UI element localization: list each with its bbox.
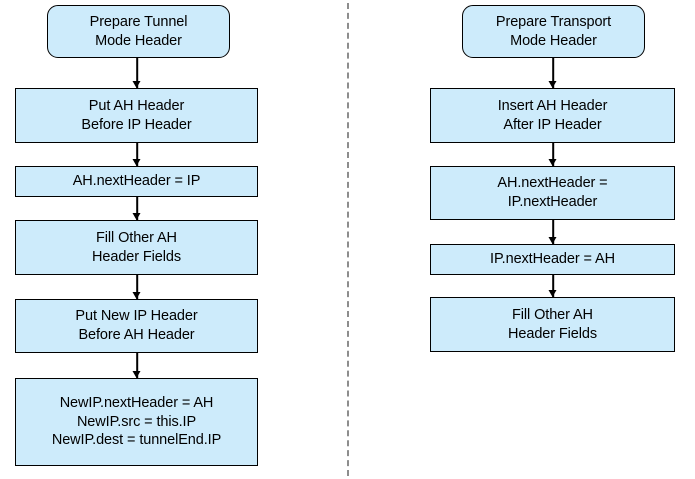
arrow-shaft <box>552 143 554 166</box>
arrow-shaft <box>136 353 138 378</box>
arrow-head-icon <box>548 237 557 244</box>
column-divider <box>347 3 349 476</box>
arrow-shaft <box>136 143 138 166</box>
arrow-head-icon <box>132 371 141 378</box>
process-node: Fill Other AH Header Fields <box>15 220 258 275</box>
arrow-shaft <box>136 275 138 299</box>
process-node: Fill Other AH Header Fields <box>430 297 675 352</box>
arrow-shaft <box>552 58 554 88</box>
arrow-head-icon <box>548 290 557 297</box>
process-node: Insert AH Header After IP Header <box>430 88 675 143</box>
terminal-node: Prepare Transport Mode Header <box>462 5 645 58</box>
arrow-shaft <box>136 58 138 88</box>
process-node: NewIP.nextHeader = AH NewIP.src = this.I… <box>15 378 258 466</box>
process-node: Put AH Header Before IP Header <box>15 88 258 143</box>
arrow-head-icon <box>548 159 557 166</box>
process-node: AH.nextHeader = IP.nextHeader <box>430 166 675 220</box>
process-node: Put New IP Header Before AH Header <box>15 299 258 353</box>
arrow-shaft <box>552 275 554 297</box>
terminal-node: Prepare Tunnel Mode Header <box>47 5 230 58</box>
arrow-head-icon <box>132 292 141 299</box>
arrow-head-icon <box>548 81 557 88</box>
arrow-shaft <box>136 197 138 220</box>
arrow-head-icon <box>132 159 141 166</box>
arrow-head-icon <box>132 81 141 88</box>
arrow-head-icon <box>132 213 141 220</box>
process-node: IP.nextHeader = AH <box>430 244 675 275</box>
arrow-shaft <box>552 220 554 244</box>
process-node: AH.nextHeader = IP <box>15 166 258 197</box>
